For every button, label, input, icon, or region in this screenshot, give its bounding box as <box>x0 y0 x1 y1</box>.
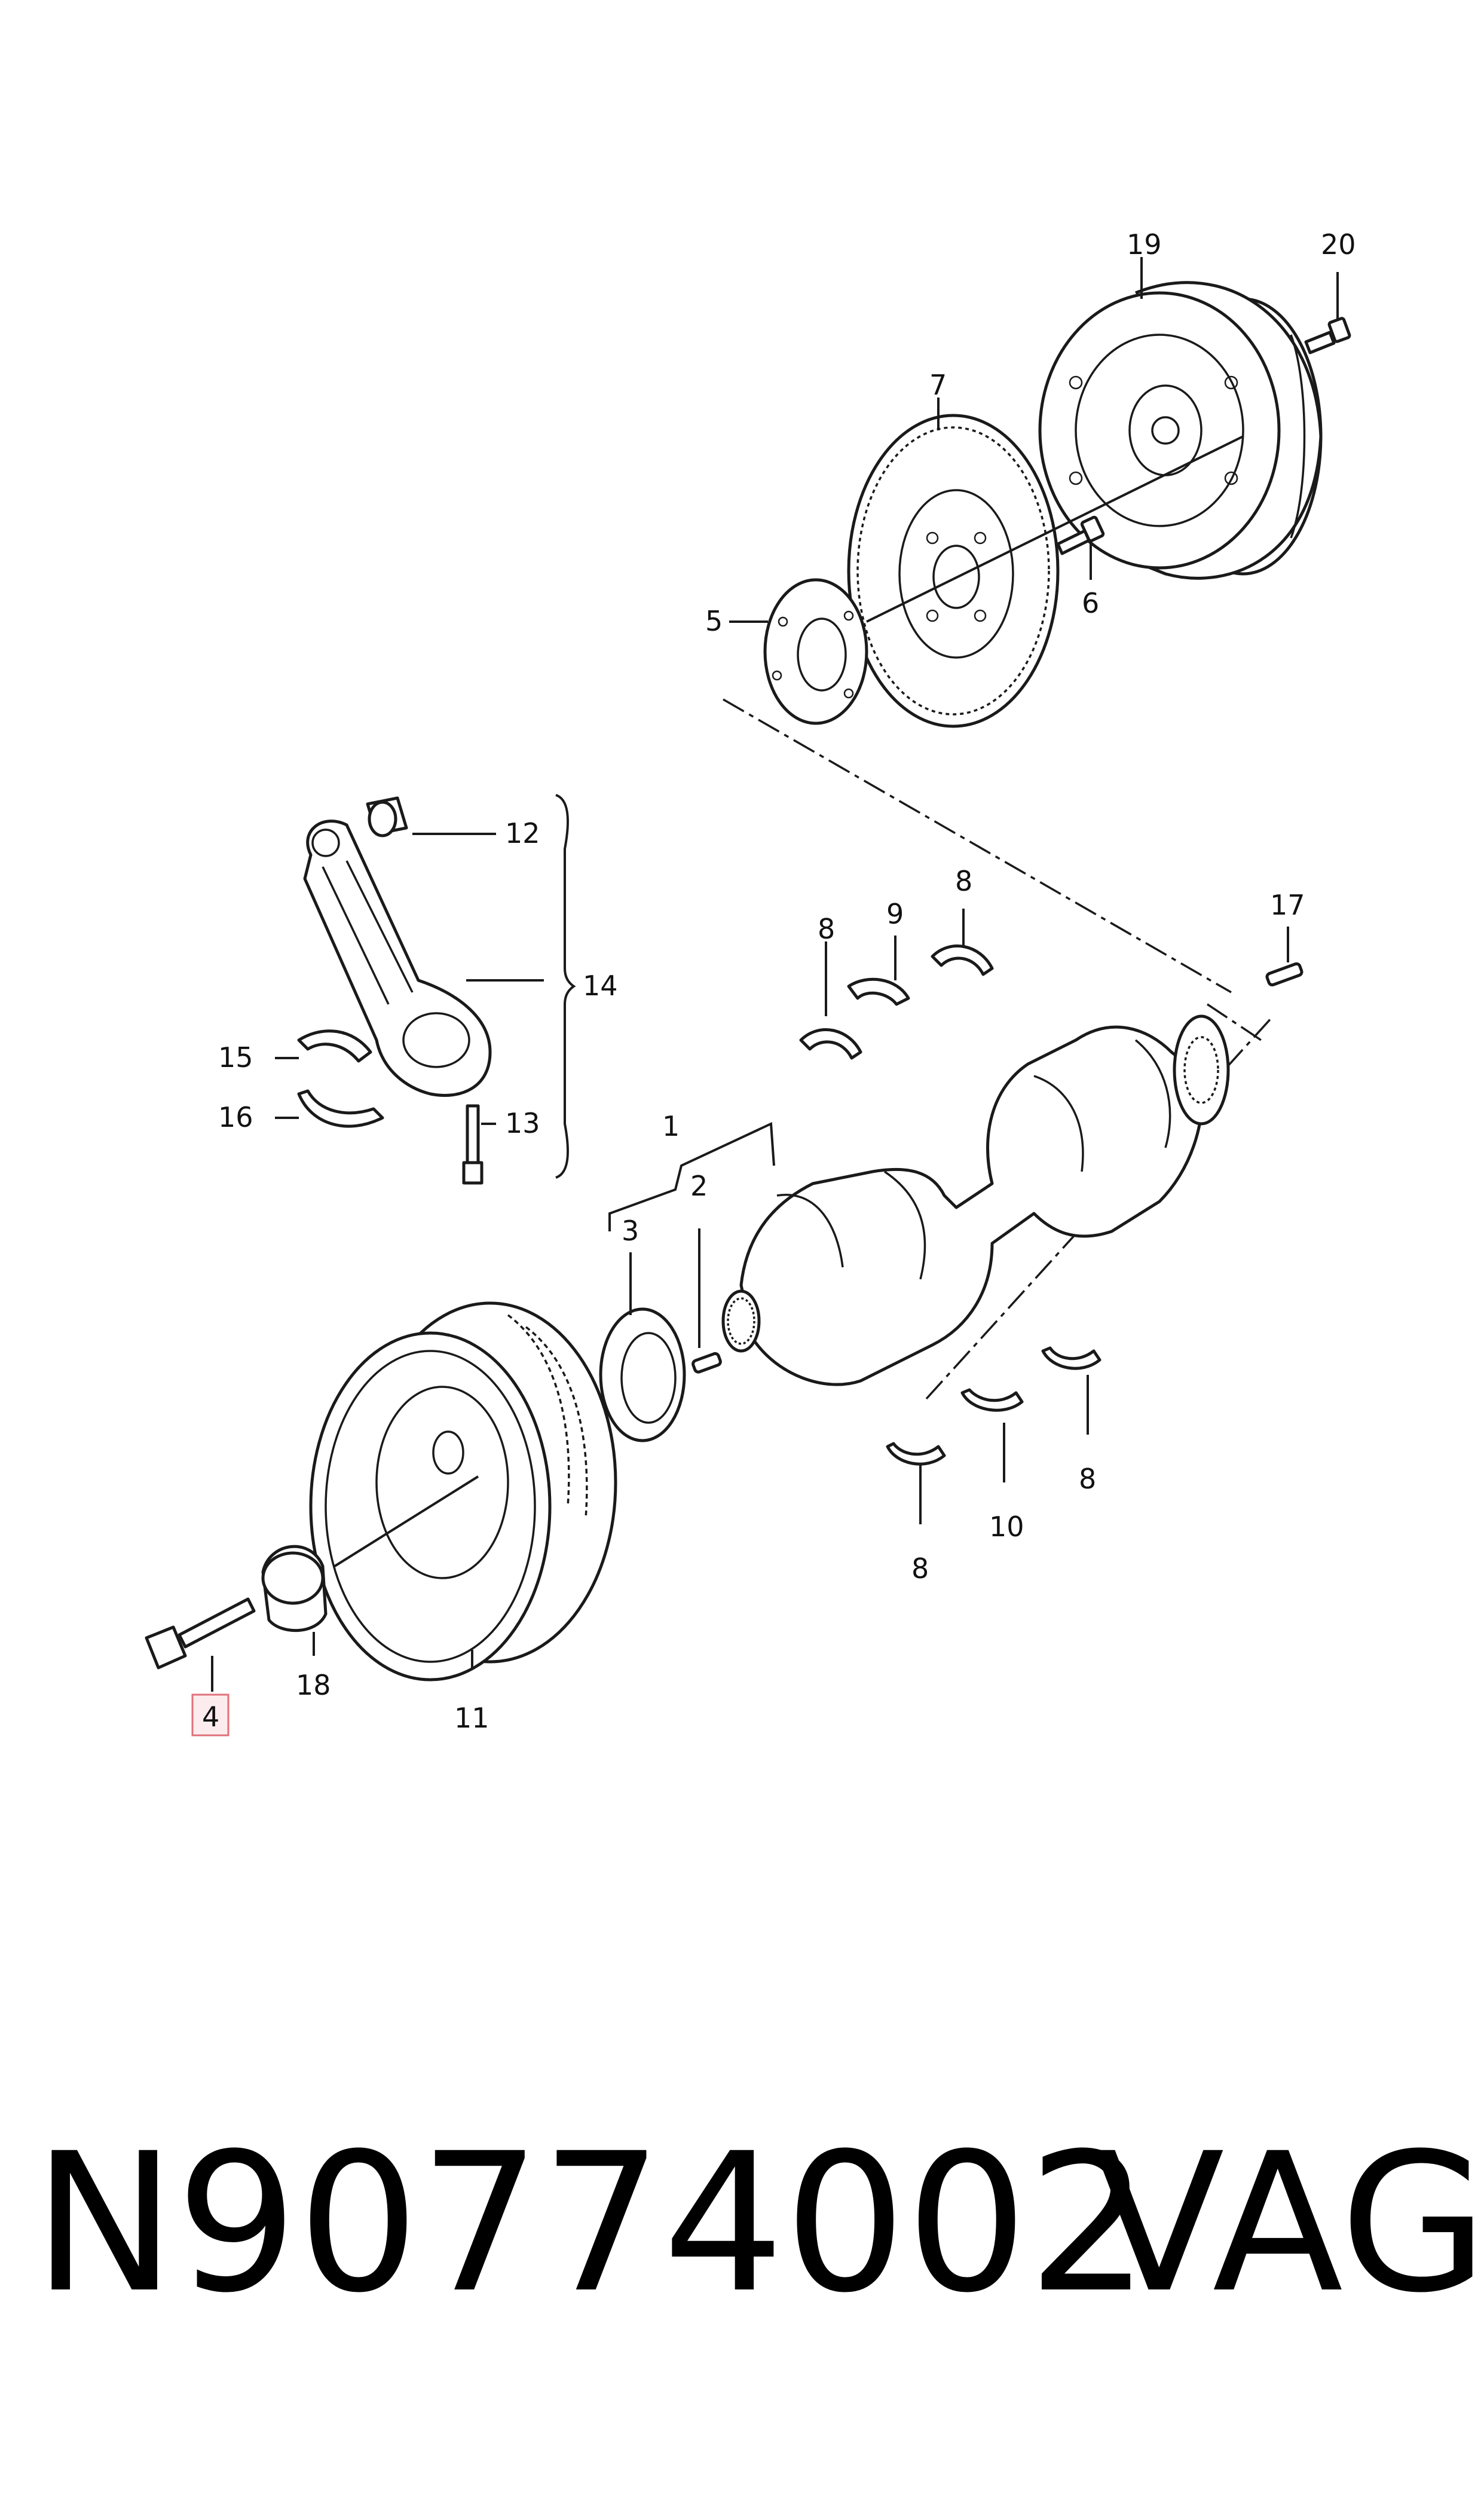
callout-17: 17 <box>1270 889 1305 921</box>
part-number: N90774002 <box>33 2113 1150 2335</box>
con-rod-bearing-shells <box>297 1029 384 1128</box>
small-end-bushing <box>366 796 408 837</box>
callout-20: 20 <box>1321 228 1356 261</box>
spacer-plate <box>763 578 868 725</box>
callout-15: 15 <box>218 1041 253 1074</box>
vibration-damper <box>309 1301 617 1682</box>
callout-8-bottom: 8 <box>911 1552 929 1585</box>
dual-mass-flywheel <box>1038 281 1323 580</box>
callout-9: 9 <box>886 898 904 930</box>
connecting-rod <box>303 820 492 1097</box>
callout-6: 6 <box>1082 587 1099 619</box>
con-rod-bolt <box>462 1104 484 1185</box>
woodruff-key <box>691 1352 722 1374</box>
callout-7: 7 <box>929 369 947 401</box>
callout-14: 14 <box>583 970 618 1002</box>
crankshaft <box>721 1014 1230 1386</box>
flywheel-bolt-6 <box>1056 515 1105 555</box>
crankshaft-sprocket <box>599 1307 686 1442</box>
callout-19: 19 <box>1127 228 1162 261</box>
callout-13: 13 <box>505 1107 540 1139</box>
callout-8-left: 8 <box>818 913 835 945</box>
callout-2: 2 <box>690 1170 708 1202</box>
flywheel-ring-gear <box>847 414 1060 728</box>
dowel-pin <box>1265 962 1304 987</box>
callout-1: 1 <box>662 1110 680 1142</box>
callout-16: 16 <box>218 1101 253 1133</box>
callout-8-right: 8 <box>1079 1463 1096 1495</box>
damper-washer <box>261 1545 328 1633</box>
brand-name: VAG <box>1094 2113 1484 2335</box>
callout-4: 4 <box>202 1701 219 1733</box>
thrust-washers <box>799 944 1101 1466</box>
callout-18: 18 <box>296 1669 331 1701</box>
callout-12: 12 <box>505 817 540 849</box>
leader-lines <box>211 257 1339 1692</box>
callout-labels: 19 20 7 6 5 12 14 15 16 13 8 9 8 17 1 2 … <box>202 228 1356 1734</box>
callout-11: 11 <box>454 1702 489 1734</box>
callout-5: 5 <box>705 605 723 637</box>
callout-8-top: 8 <box>955 865 972 897</box>
damper-bolt <box>145 1597 256 1670</box>
highlight-box <box>191 1693 230 1737</box>
callout-10: 10 <box>989 1511 1024 1543</box>
callout-3: 3 <box>622 1215 639 1247</box>
flywheel-bolt-20 <box>1304 317 1351 354</box>
